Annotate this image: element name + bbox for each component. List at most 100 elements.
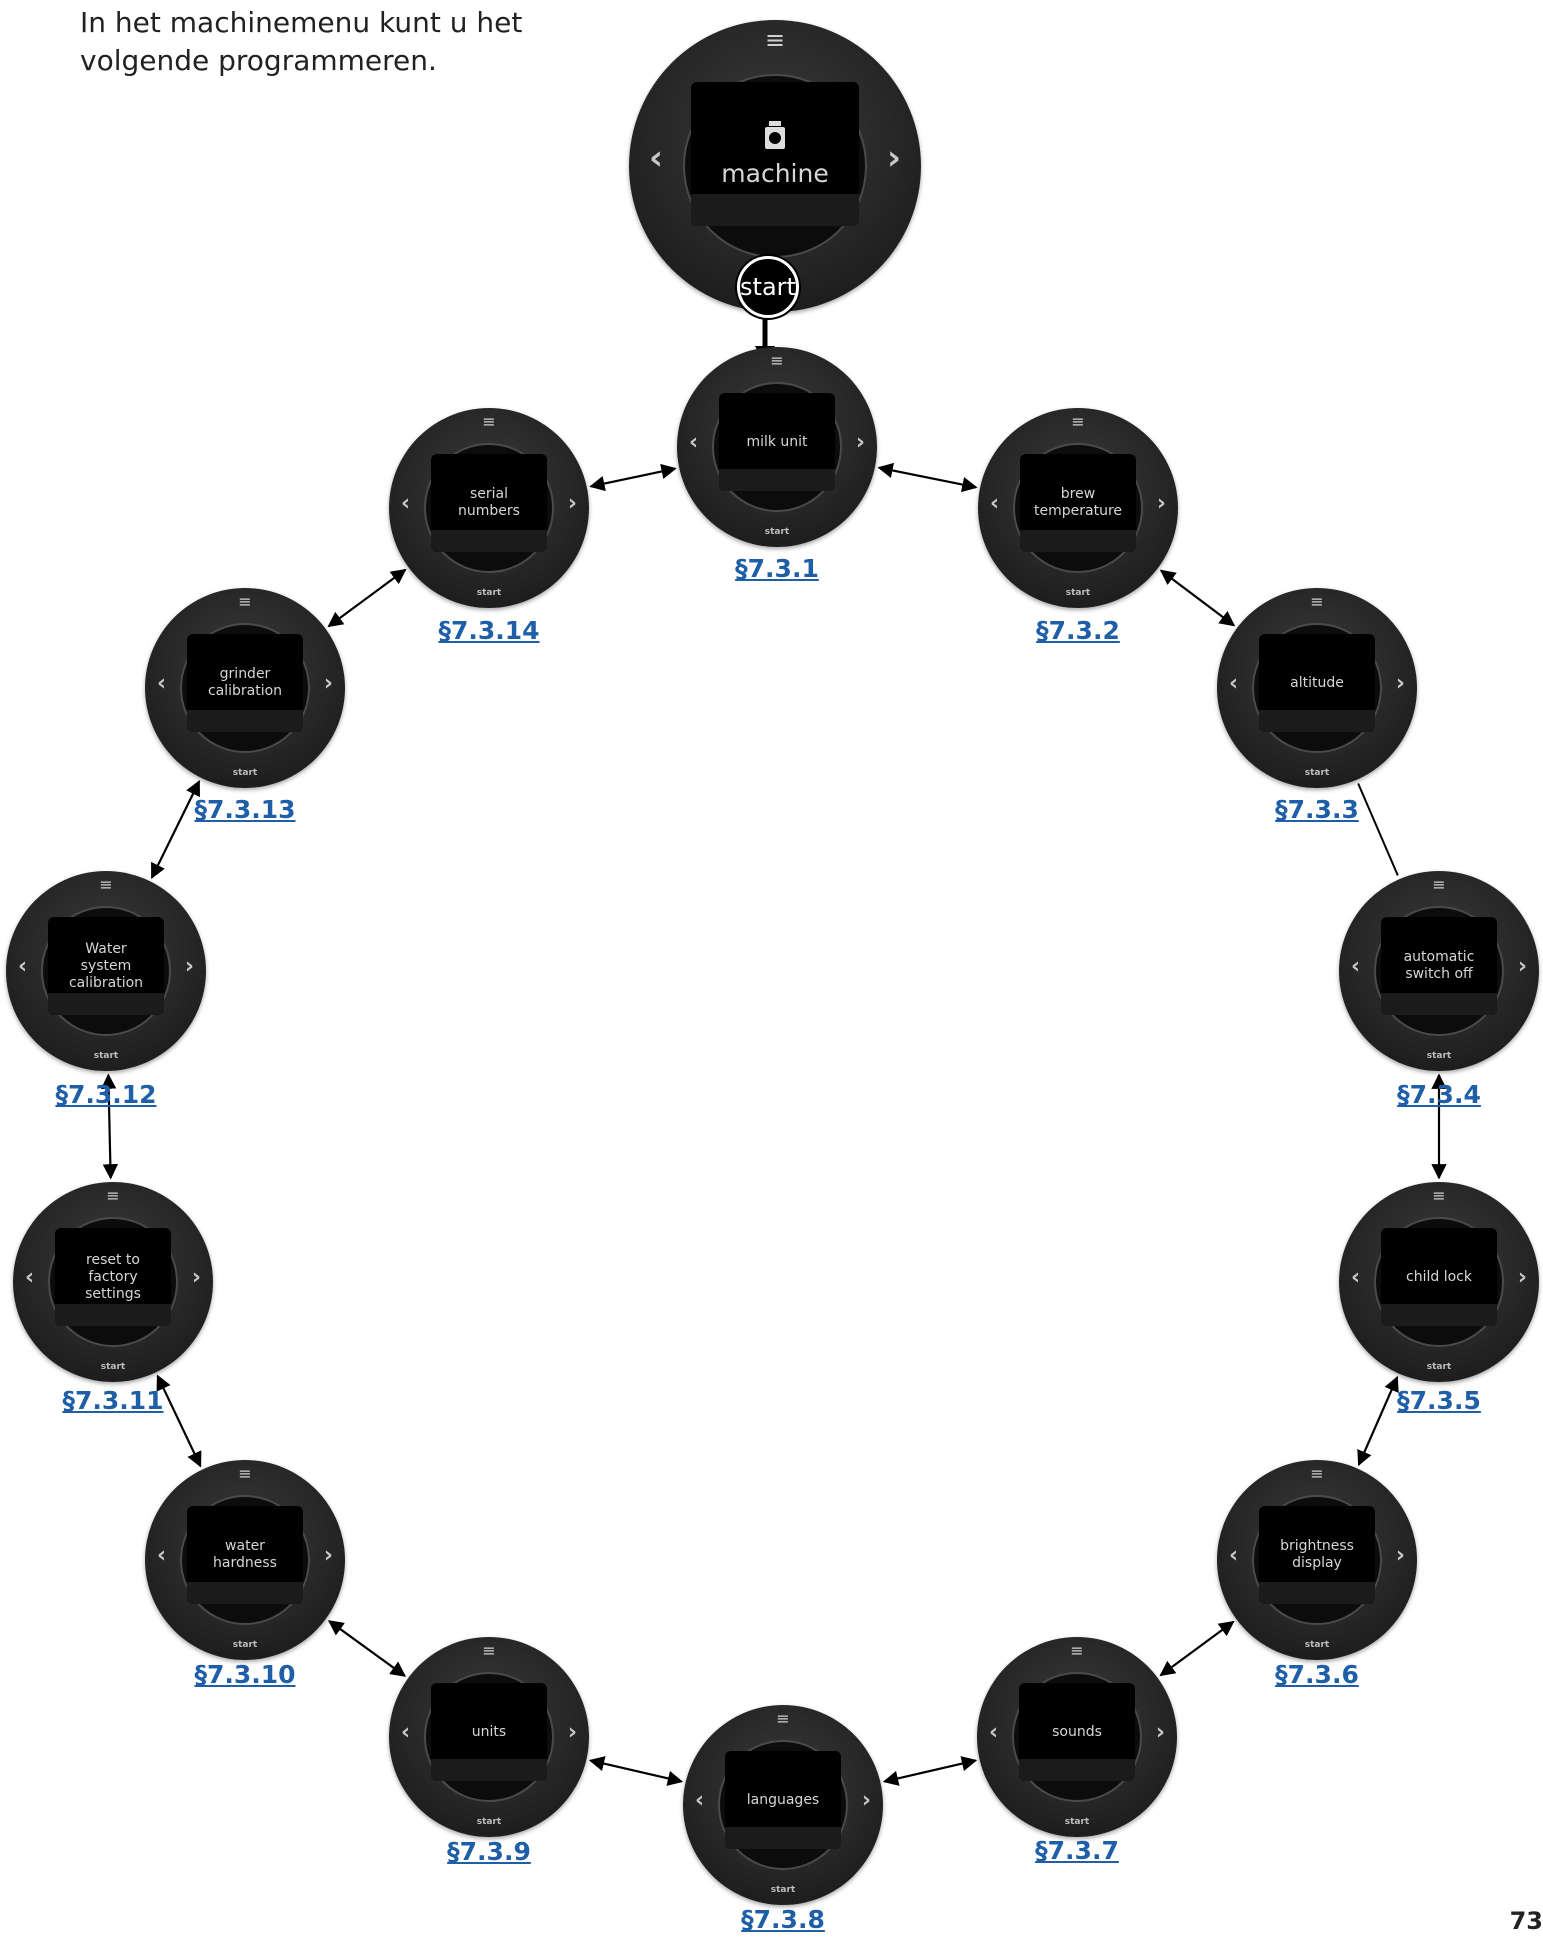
dial-automatic-switch-off[interactable]: ≡ ‹ › automatic switch off start [1339,871,1539,1071]
start-label[interactable]: start [6,1051,206,1061]
menu-icon[interactable]: ≡ [6,875,206,894]
right-arrow-icon[interactable]: › [1156,1720,1165,1745]
start-label[interactable]: start [683,1885,883,1895]
section-ref-link[interactable]: §7.3.6 [1275,1660,1359,1689]
menu-item-label: serial numbers [458,486,520,520]
dial-screen: grinder calibration [187,634,303,732]
dial-grinder-calibration[interactable]: ≡ ‹ › grinder calibration start [145,588,345,788]
start-label[interactable]: start [1339,1051,1539,1061]
dial-serial-numbers[interactable]: ≡ ‹ › serial numbers start [389,408,589,608]
left-arrow-icon[interactable]: ‹ [157,671,166,696]
left-arrow-icon[interactable]: ‹ [157,1543,166,1568]
left-arrow-icon[interactable]: ‹ [401,491,410,516]
right-arrow-icon[interactable]: › [856,430,865,455]
right-arrow-icon[interactable]: › [1396,1543,1405,1568]
start-label[interactable]: start [389,1817,589,1827]
connector-line [1358,784,1398,876]
start-label[interactable]: start [145,768,345,778]
dial-screen: child lock [1381,1228,1497,1326]
right-arrow-icon[interactable]: › [568,491,577,516]
right-arrow-icon[interactable]: › [324,671,333,696]
right-arrow-icon[interactable]: › [192,1265,201,1290]
dial-screen: units [431,1683,547,1781]
menu-icon[interactable]: ≡ [629,26,921,54]
right-arrow-icon[interactable]: › [1396,671,1405,696]
left-arrow-icon[interactable]: ‹ [695,1788,704,1813]
menu-item-label: languages [747,1792,819,1809]
menu-icon[interactable]: ≡ [145,1464,345,1483]
start-label[interactable]: start [1339,1362,1539,1372]
start-label[interactable]: start [677,527,877,537]
start-label[interactable]: start [13,1362,213,1372]
menu-icon[interactable]: ≡ [1217,592,1417,611]
section-ref-link[interactable]: §7.3.7 [1035,1836,1119,1865]
right-arrow-icon[interactable]: › [568,1720,577,1745]
section-ref-link[interactable]: §7.3.4 [1397,1080,1481,1109]
start-label[interactable]: start [1217,1640,1417,1650]
right-arrow-icon[interactable]: › [862,1788,871,1813]
section-ref-link[interactable]: §7.3.12 [55,1080,156,1109]
section-ref-link[interactable]: §7.3.8 [741,1905,825,1934]
section-ref-link[interactable]: §7.3.11 [62,1386,163,1415]
left-arrow-icon[interactable]: ‹ [1351,1265,1360,1290]
menu-item-label: grinder calibration [208,666,282,700]
start-label[interactable]: start [1217,768,1417,778]
menu-icon[interactable]: ≡ [389,412,589,431]
menu-item-label: automatic switch off [1404,949,1475,983]
left-arrow-icon[interactable]: ‹ [401,1720,410,1745]
dial-languages[interactable]: ≡ ‹ › languages start [683,1705,883,1905]
left-arrow-icon[interactable]: ‹ [18,954,27,979]
menu-icon[interactable]: ≡ [1217,1464,1417,1483]
menu-icon[interactable]: ≡ [13,1186,213,1205]
left-arrow-icon[interactable]: ‹ [689,430,698,455]
menu-icon[interactable]: ≡ [977,1641,1177,1660]
menu-icon[interactable]: ≡ [677,351,877,370]
section-ref-link[interactable]: §7.3.5 [1397,1386,1481,1415]
start-label[interactable]: start [978,588,1178,598]
left-arrow-icon[interactable]: ‹ [1229,1543,1238,1568]
menu-icon[interactable]: ≡ [978,412,1178,431]
section-ref-link[interactable]: §7.3.3 [1275,795,1359,824]
right-arrow-icon[interactable]: › [324,1543,333,1568]
section-ref-link[interactable]: §7.3.2 [1036,616,1120,645]
start-label[interactable]: start [977,1817,1177,1827]
section-ref-link[interactable]: §7.3.10 [194,1660,295,1689]
dial-altitude[interactable]: ≡ ‹ › altitude start [1217,588,1417,788]
start-label[interactable]: start [145,1640,345,1650]
section-ref-link[interactable]: §7.3.9 [447,1837,531,1866]
left-arrow-icon[interactable]: ‹ [1229,671,1238,696]
start-badge[interactable]: start [737,256,799,318]
right-arrow-icon[interactable]: › [1518,1265,1527,1290]
left-arrow-icon[interactable]: ‹ [989,1720,998,1745]
right-arrow-icon[interactable]: › [1518,954,1527,979]
section-ref-link[interactable]: §7.3.14 [438,616,539,645]
left-arrow-icon[interactable]: ‹ [1351,954,1360,979]
menu-item-label: altitude [1290,675,1344,692]
double-arrow [879,468,976,488]
menu-icon[interactable]: ≡ [145,592,345,611]
section-ref-link[interactable]: §7.3.13 [194,795,295,824]
start-label[interactable]: start [389,588,589,598]
right-arrow-icon[interactable]: › [1157,491,1166,516]
right-arrow-icon[interactable]: › [887,138,901,178]
menu-icon[interactable]: ≡ [683,1709,883,1728]
left-arrow-icon[interactable]: ‹ [649,138,663,178]
right-arrow-icon[interactable]: › [185,954,194,979]
dial-screen: languages [725,1751,841,1849]
section-ref-link[interactable]: §7.3.1 [735,554,819,583]
dial-units[interactable]: ≡ ‹ › units start [389,1637,589,1837]
dial-child-lock[interactable]: ≡ ‹ › child lock start [1339,1182,1539,1382]
menu-icon[interactable]: ≡ [1339,875,1539,894]
machine-screen: machine [691,82,859,226]
left-arrow-icon[interactable]: ‹ [25,1265,34,1290]
menu-icon[interactable]: ≡ [1339,1186,1539,1205]
menu-icon[interactable]: ≡ [389,1641,589,1660]
left-arrow-icon[interactable]: ‹ [990,491,999,516]
